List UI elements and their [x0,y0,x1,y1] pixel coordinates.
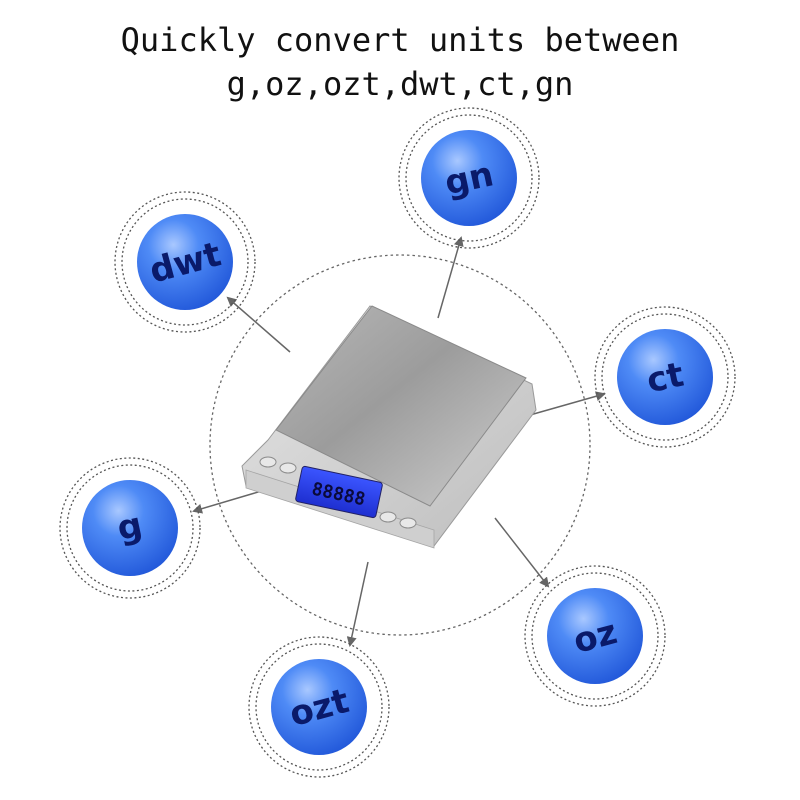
arrows [192,236,606,647]
arrow-to-dwt [226,296,291,353]
unit-badge-gn: gn [398,107,540,249]
unit-badge-ct: ct [594,306,736,448]
unit-badge-ozt: ozt [248,636,390,778]
unit-label-ct: ct [643,355,687,402]
unit-badge-oz: oz [524,565,666,707]
unit-badge-dwt: dwt [114,191,256,333]
headline-line-1: Quickly convert units between [120,21,680,59]
headline-line-2: g,oz,ozt,dwt,ct,gn [226,65,574,103]
scale-button-4 [399,517,417,529]
scale-button-2 [279,462,297,474]
arrow-to-ozt [346,561,369,647]
arrow-to-ct [529,391,606,416]
scale-button-3 [379,511,397,523]
unit-label-gn: gn [441,154,497,203]
arrow-to-gn [437,236,464,319]
central-dotted-ring [209,254,591,636]
arrow-to-g [192,489,266,514]
scale-button-1 [259,456,277,468]
arrow-to-oz [494,517,550,588]
scale-weighing-plate [275,305,527,507]
unit-badge-g: g [59,457,201,599]
scale-lcd-display [295,465,383,519]
digital-scale: 88888 [241,305,537,549]
